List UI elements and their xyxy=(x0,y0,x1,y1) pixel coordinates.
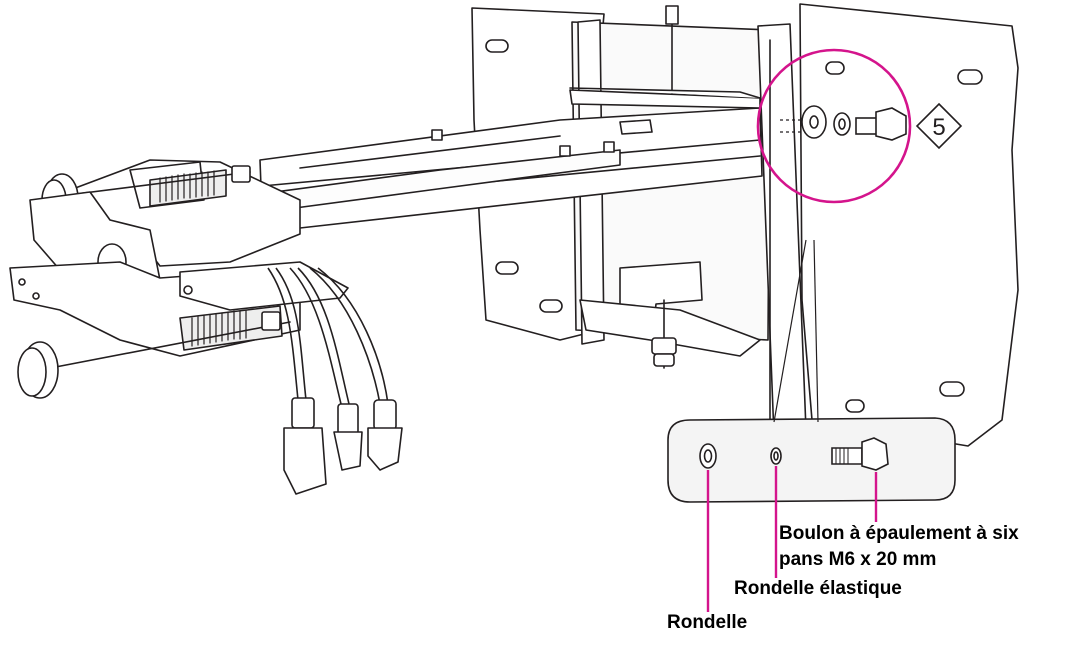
cable-plate xyxy=(179,261,349,311)
highlight-circle xyxy=(756,48,912,204)
power-connector xyxy=(367,427,403,471)
usb-connector xyxy=(333,431,363,471)
step-number: 5 xyxy=(932,114,945,141)
callout-leaders xyxy=(706,466,878,612)
step-badge: 5 xyxy=(915,102,963,150)
vga-connector xyxy=(283,427,327,495)
shoulder-bolt-label-line2: pans M6 x 20 mm xyxy=(779,549,937,570)
vga-connector-body xyxy=(291,397,315,429)
washer-label: Rondelle xyxy=(667,612,748,633)
front-wall-plate xyxy=(799,3,1019,447)
detail-callout xyxy=(756,48,912,204)
shoulder-bolt-label: Boulon à épaulement à six pans M6 x 20 m… xyxy=(779,521,1019,573)
shoulder-bolt-label-line1: Boulon à épaulement à six xyxy=(779,523,1019,544)
spring-washer-label: Rondelle élastique xyxy=(734,578,902,599)
cables xyxy=(267,267,389,409)
inset-panel xyxy=(667,417,956,503)
